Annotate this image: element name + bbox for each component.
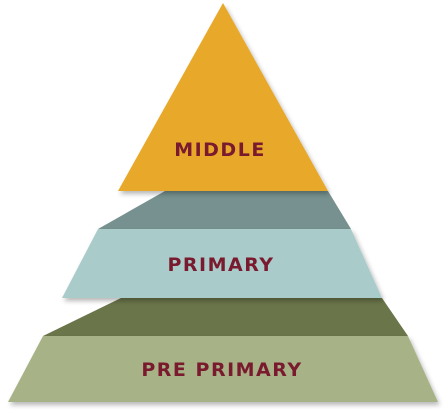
- tier-primary: [62, 229, 382, 298]
- tier-label-pre-primary: PRE PRIMARY: [141, 359, 302, 381]
- tier-label-middle: MIDDLE: [174, 139, 266, 161]
- tier-pre-primary: [8, 336, 438, 402]
- tier-middle: [118, 3, 328, 191]
- connector-middle-primary: [98, 191, 351, 229]
- connector-primary-preprimary: [43, 298, 408, 336]
- tier-label-primary: PRIMARY: [167, 254, 274, 276]
